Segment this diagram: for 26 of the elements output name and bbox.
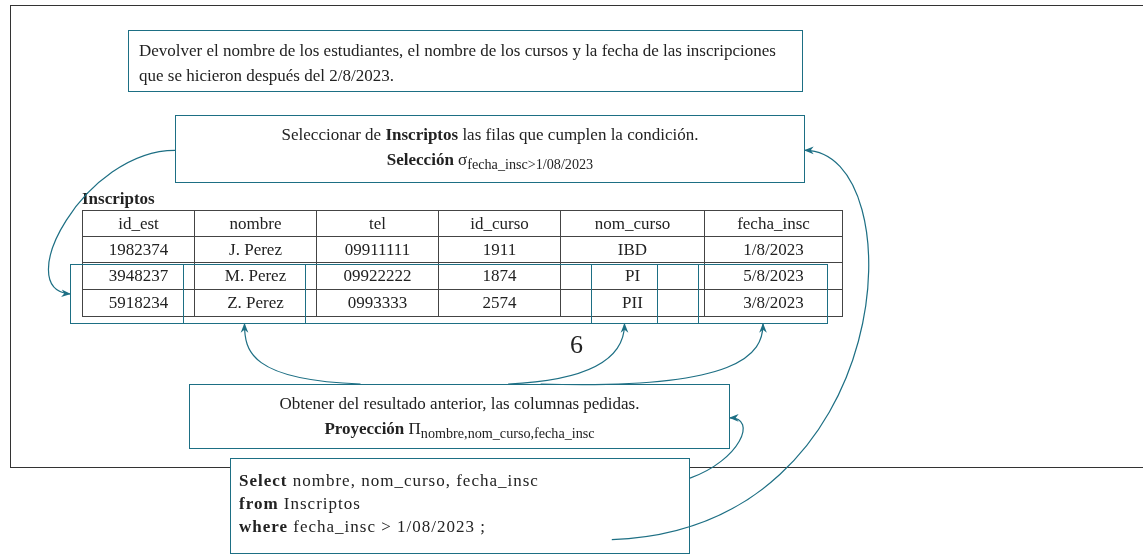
projection-formula: Proyección Π$_{nombre,nom_curso,fecha_insc}$ bbox=[323, 418, 596, 444]
selection-formula: Selección σ$_{fecha_insc>1/08/2023}$ bbox=[385, 149, 595, 175]
column-header: fecha_insc bbox=[704, 210, 843, 237]
table-title: Inscriptos bbox=[82, 189, 155, 209]
callout-text: Seleccionar de Inscriptos las filas que cumplen la condición. bbox=[280, 124, 700, 146]
sql-line: Select nombre, nom_curso, fecha_insc bbox=[239, 470, 540, 492]
arrow bbox=[540, 323, 767, 386]
selection-box bbox=[175, 115, 805, 183]
sql-line: from Inscriptos bbox=[239, 493, 362, 515]
callout-text: Obtener del resultado anterior, las columnas pedidas. bbox=[278, 393, 641, 415]
arrow bbox=[240, 323, 362, 385]
highlight-box bbox=[183, 264, 306, 324]
projection-box bbox=[189, 384, 730, 449]
arrow bbox=[47, 149, 176, 296]
table-cell: 3/8/2023 bbox=[704, 289, 843, 317]
task-text: Devolver el nombre de los estudiantes, el nombre de los cursos y la fecha de las inscripciones que se hicieron después del 2/8/2023. bbox=[139, 40, 777, 87]
arrow bbox=[689, 415, 744, 479]
task-box bbox=[128, 30, 803, 92]
arrow bbox=[507, 323, 628, 385]
sql-query-box bbox=[230, 458, 690, 554]
highlight-box bbox=[591, 264, 658, 324]
table-cell: 5918234 bbox=[82, 289, 195, 317]
sql-line: where fecha_insc > 1/08/2023 ; bbox=[239, 516, 487, 538]
page-number: 6 bbox=[570, 330, 583, 360]
arrow bbox=[611, 149, 869, 541]
column-header: id_est bbox=[82, 210, 195, 237]
